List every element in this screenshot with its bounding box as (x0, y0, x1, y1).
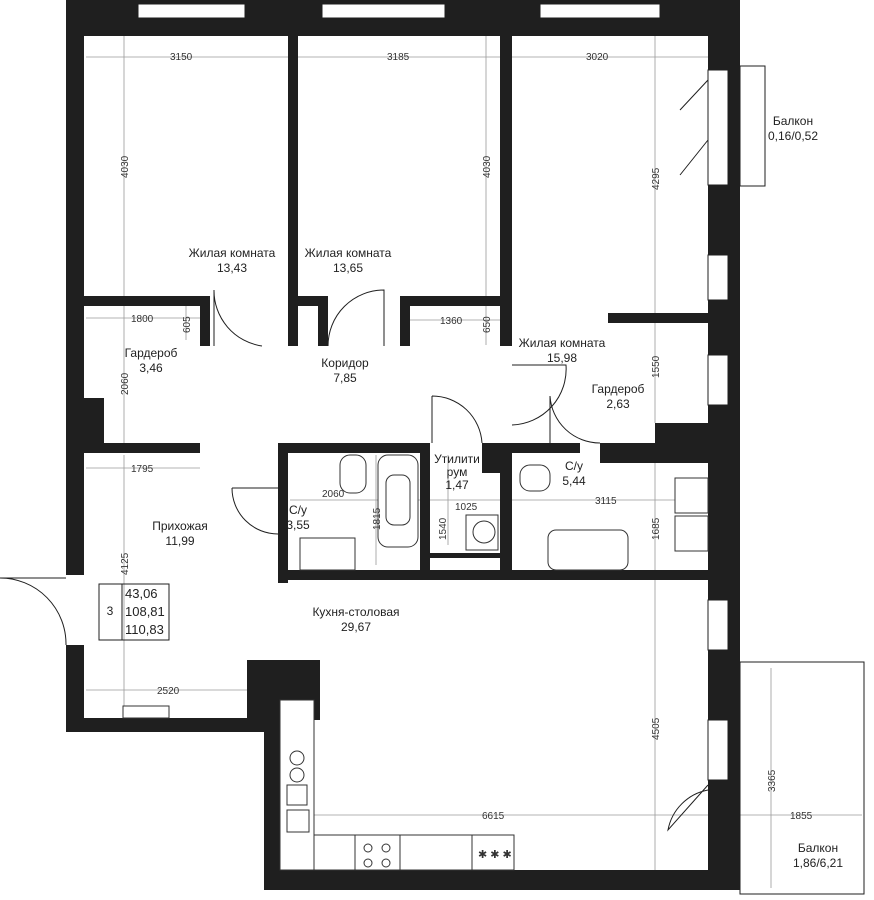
kitchen-area: 29,67 (341, 620, 371, 634)
bedroom3-area: 15,98 (547, 351, 577, 365)
bath1-name: С/у (289, 503, 307, 517)
dim-label: 1025 (455, 502, 478, 513)
windows (137, 3, 766, 781)
balcony1-area: 0,16/0,52 (768, 129, 818, 143)
walls (66, 0, 740, 890)
wardrobe2-area: 2,63 (606, 397, 630, 411)
bath2-name: С/у (565, 459, 583, 473)
fixtures: ✱ ✱ ✱ (122, 454, 709, 871)
total-area: 108,81 (125, 604, 165, 619)
dim-label: 3020 (586, 52, 609, 63)
bedroom2-name: Жилая комната (305, 246, 392, 260)
utility-area: 1,47 (445, 478, 469, 492)
dim-label: 1540 (438, 517, 449, 540)
utility-name-2: рум (447, 465, 468, 479)
dim-label: 1800 (131, 314, 154, 325)
dim-label: 1360 (440, 316, 463, 327)
rooms-count: 3 (107, 604, 114, 618)
balcony2-area: 1,86/6,21 (793, 856, 843, 870)
balcony1-name: Балкон (773, 114, 813, 128)
wardrobe2-name: Гардероб (592, 382, 645, 396)
corridor-name: Коридор (321, 356, 369, 370)
total-area-with-balcony: 110,83 (125, 622, 164, 637)
dim-label: 3365 (767, 769, 778, 792)
dim-label: 3185 (387, 52, 410, 63)
bedroom1-area: 13,43 (217, 261, 247, 275)
bedroom2-area: 13,65 (333, 261, 363, 275)
utility-name: Утилити (434, 452, 480, 466)
dim-label: 3150 (170, 52, 193, 63)
dim-label: 2060 (120, 372, 131, 395)
bedroom1-name: Жилая комната (189, 246, 276, 260)
area-summary: 3 43,06 108,81 110,83 (98, 583, 170, 641)
dim-label: 4295 (651, 167, 662, 190)
dim-label: 1795 (131, 464, 154, 475)
balcony-large-outline (739, 661, 865, 895)
living-area: 43,06 (125, 586, 158, 601)
dim-label: 4505 (651, 717, 662, 740)
dim-label: 2520 (157, 686, 180, 697)
dim-label: 2060 (322, 489, 345, 500)
dim-label: 3115 (595, 496, 617, 507)
dim-label: 4030 (482, 155, 493, 178)
bath1-area: 3,55 (286, 518, 310, 532)
bath2-area: 5,44 (562, 474, 586, 488)
kitchen-name: Кухня-столовая (312, 605, 399, 619)
dimension-labels: 3150 3185 3020 4030 4030 4295 1800 605 1… (120, 52, 813, 822)
dim-label: 4030 (120, 155, 131, 178)
room-labels: Жилая комната 13,43 Жилая комната 13,65 … (125, 114, 844, 870)
dim-label: 650 (482, 316, 493, 333)
svg-text:✱ ✱ ✱: ✱ ✱ ✱ (478, 849, 512, 861)
wardrobe1-area: 3,46 (139, 361, 163, 375)
hall-name: Прихожая (152, 519, 208, 533)
dim-label: 4125 (120, 552, 131, 575)
doors[interactable] (0, 79, 709, 832)
dim-label: 1855 (790, 811, 813, 822)
dim-label: 605 (182, 316, 193, 333)
dim-label: 1685 (651, 517, 662, 540)
balcony2-name: Балкон (798, 841, 838, 855)
wardrobe1-name: Гардероб (125, 346, 178, 360)
corridor-area: 7,85 (333, 371, 357, 385)
hall-area: 11,99 (165, 534, 194, 548)
dim-label: 1815 (372, 507, 383, 530)
dim-label: 1550 (651, 355, 662, 378)
dim-label: 6615 (482, 811, 505, 822)
bedroom3-name: Жилая комната (519, 336, 606, 350)
